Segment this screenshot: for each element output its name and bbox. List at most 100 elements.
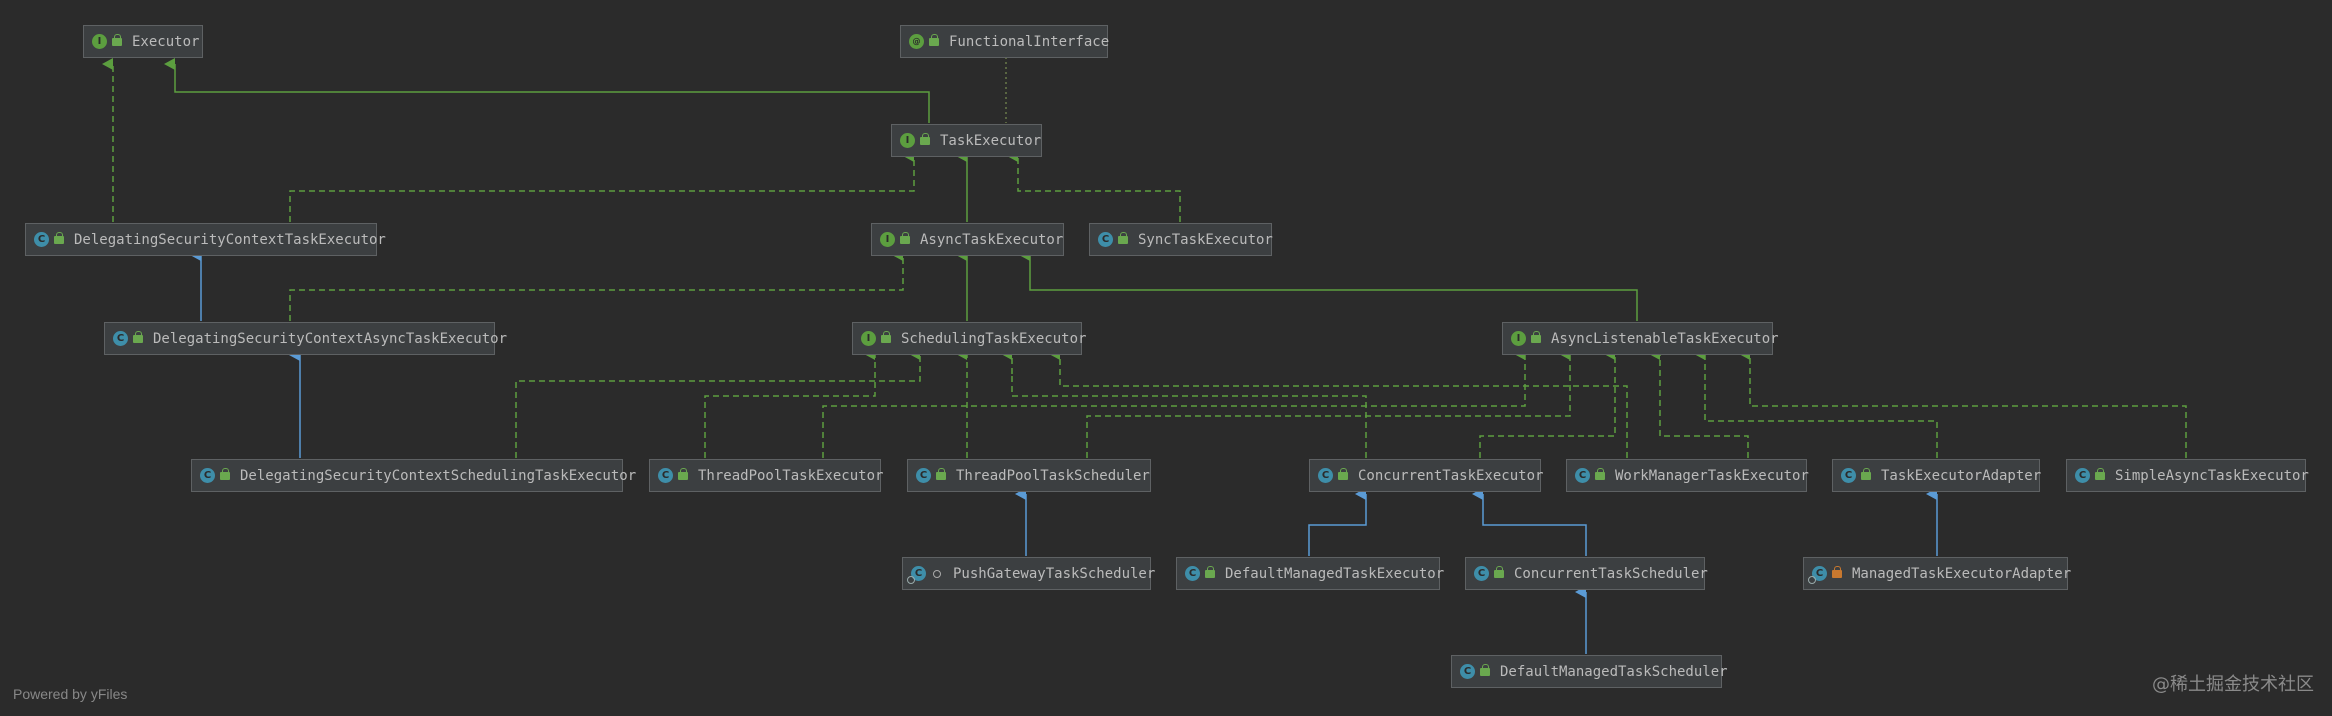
node-label: ConcurrentTaskExecutor (1358, 467, 1544, 484)
edge-sync-taskexecutor (1007, 150, 1181, 222)
public-visibility-icon (112, 33, 122, 46)
class-icon: C (1318, 468, 1333, 483)
annotation-icon: @ (909, 34, 924, 49)
node-label: DelegatingSecurityContextTaskExecutor (74, 231, 386, 248)
edge-tpte-scheduling (704, 348, 876, 458)
class-icon: C (907, 566, 926, 584)
public-visibility-icon (900, 231, 910, 244)
interface-icon: I (92, 34, 107, 49)
powered-by-text: Powered by yFiles (13, 686, 128, 702)
public-visibility-icon (678, 467, 688, 480)
package-visibility-icon (933, 569, 941, 578)
node-push-gateway-task-scheduler[interactable]: C PushGatewayTaskScheduler (902, 557, 1155, 590)
public-visibility-icon (1861, 467, 1871, 480)
public-visibility-icon (54, 231, 64, 244)
node-sync-task-executor[interactable]: C SyncTaskExecutor (1089, 223, 1273, 256)
node-managed-task-executor-adapter[interactable]: C ManagedTaskExecutorAdapter (1803, 557, 2072, 590)
public-visibility-icon (936, 467, 946, 480)
class-icon: C (1474, 566, 1489, 581)
node-functional-interface[interactable]: @ FunctionalInterface (900, 25, 1110, 58)
node-label: FunctionalInterface (949, 33, 1110, 50)
node-work-manager-task-executor[interactable]: C WorkManagerTaskExecutor (1566, 459, 1809, 492)
class-icon: C (1808, 566, 1827, 584)
class-icon: C (1185, 566, 1200, 581)
node-label: AsyncTaskExecutor (920, 231, 1064, 248)
node-thread-pool-task-executor[interactable]: C ThreadPoolTaskExecutor (649, 459, 884, 492)
node-concurrent-task-scheduler[interactable]: C ConcurrentTaskScheduler (1465, 557, 1708, 590)
public-visibility-icon (1494, 565, 1504, 578)
edge-wmte-scheduling (1049, 348, 1628, 458)
node-label: Executor (132, 33, 200, 50)
public-visibility-icon (1338, 467, 1348, 480)
node-label: TaskExecutor (940, 132, 1042, 149)
node-label: DefaultManagedTaskExecutor (1225, 565, 1445, 582)
public-visibility-icon (133, 330, 143, 343)
class-icon: C (658, 468, 673, 483)
node-label: DefaultManagedTaskScheduler (1500, 663, 1728, 680)
node-label: ManagedTaskExecutorAdapter (1852, 565, 2072, 582)
interface-icon: I (861, 331, 876, 346)
node-label: DelegatingSecurityContextAsyncTaskExecut… (153, 330, 508, 347)
public-visibility-icon (920, 132, 930, 145)
node-simple-async-task-executor[interactable]: C SimpleAsyncTaskExecutor (2066, 459, 2309, 492)
node-label: WorkManagerTaskExecutor (1615, 467, 1809, 484)
class-icon: C (1460, 664, 1475, 679)
node-label: ThreadPoolTaskScheduler (956, 467, 1150, 484)
class-icon: C (1575, 468, 1590, 483)
class-icon: C (2075, 468, 2090, 483)
public-visibility-icon (1118, 231, 1128, 244)
edge-cte-listenable (1479, 348, 1616, 458)
node-task-executor-adapter[interactable]: C TaskExecutorAdapter (1832, 459, 2042, 492)
node-label: TaskExecutorAdapter (1881, 467, 2042, 484)
public-visibility-icon (1595, 467, 1605, 480)
edge-cts-cte (1472, 488, 1587, 556)
interface-icon: I (880, 232, 895, 247)
class-icon: C (113, 331, 128, 346)
node-label: ConcurrentTaskScheduler (1514, 565, 1708, 582)
node-executor[interactable]: I Executor (83, 25, 203, 58)
private-visibility-icon (1832, 565, 1842, 578)
interface-icon: I (900, 133, 915, 148)
class-icon: C (1841, 468, 1856, 483)
node-default-managed-task-scheduler[interactable]: C DefaultManagedTaskScheduler (1451, 655, 1728, 688)
edge-sate-listenable (1739, 348, 2187, 458)
node-task-executor[interactable]: I TaskExecutor (891, 124, 1042, 157)
interface-icon: I (1511, 331, 1526, 346)
edge-dscte-taskexecutor (289, 150, 915, 222)
edge-tpts-listenable (1086, 348, 1571, 458)
node-label: AsyncListenableTaskExecutor (1551, 330, 1779, 347)
node-default-managed-task-executor[interactable]: C DefaultManagedTaskExecutor (1176, 557, 1444, 590)
node-delegating-security-context-async-task-executor[interactable]: C DelegatingSecurityContextAsyncTaskExec… (104, 322, 507, 355)
edge-tpte-listenable (822, 348, 1526, 458)
edge-tea-listenable (1694, 348, 1938, 458)
node-thread-pool-task-scheduler[interactable]: C ThreadPoolTaskScheduler (907, 459, 1151, 492)
public-visibility-icon (1480, 663, 1490, 676)
public-visibility-icon (1205, 565, 1215, 578)
class-icon: C (34, 232, 49, 247)
edge-listenable-async (1019, 249, 1638, 321)
node-label: DelegatingSecurityContextSchedulingTaskE… (240, 467, 637, 484)
node-concurrent-task-executor[interactable]: C ConcurrentTaskExecutor (1309, 459, 1544, 492)
edge-wmte-listenable (1649, 348, 1749, 458)
node-scheduling-task-executor[interactable]: I SchedulingTaskExecutor (852, 322, 1086, 355)
node-label: PushGatewayTaskScheduler (953, 565, 1156, 582)
public-visibility-icon (929, 33, 939, 46)
node-label: ThreadPoolTaskExecutor (698, 467, 884, 484)
edge-dscste-scheduling (515, 348, 921, 458)
edge-taskexecutor-executor (164, 58, 930, 123)
node-label: SchedulingTaskExecutor (901, 330, 1087, 347)
node-label: SimpleAsyncTaskExecutor (2115, 467, 2309, 484)
edge-dmte-cte (1308, 488, 1367, 556)
node-async-listenable-task-executor[interactable]: I AsyncListenableTaskExecutor (1502, 322, 1779, 355)
watermark-text: @稀土掘金技术社区 (2152, 674, 2314, 695)
class-icon: C (200, 468, 215, 483)
node-delegating-security-context-scheduling-task-executor[interactable]: C DelegatingSecurityContextSchedulingTas… (191, 459, 636, 492)
public-visibility-icon (1531, 330, 1541, 343)
public-visibility-icon (2095, 467, 2105, 480)
edge-dscate-async (289, 249, 904, 321)
node-label: SyncTaskExecutor (1138, 231, 1273, 248)
node-delegating-security-context-task-executor[interactable]: C DelegatingSecurityContextTaskExecutor (25, 223, 386, 256)
class-icon: C (1098, 232, 1113, 247)
node-async-task-executor[interactable]: I AsyncTaskExecutor (871, 223, 1064, 256)
